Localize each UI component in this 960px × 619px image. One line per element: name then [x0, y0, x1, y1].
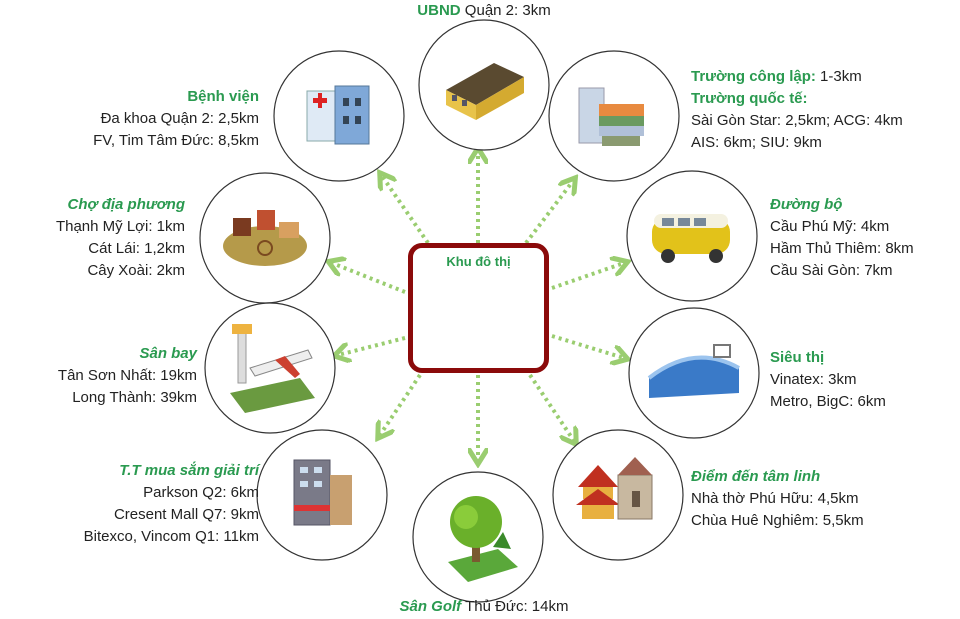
road-line: Cầu Sài Gòn: 7km [770, 262, 893, 279]
market-title: Chợ địa phương [67, 196, 185, 213]
ubnd-distance: Quận 2: 3km [460, 2, 551, 19]
bus-icon [652, 214, 730, 263]
airport-title: Sân bay [139, 345, 197, 362]
golf-distance: Thủ Đức: 14km [461, 598, 569, 615]
shopping-line: Bitexco, Vincom Q1: 11km [83, 528, 259, 545]
spiritual-line: Nhà thờ Phú Hữu: 4,5km [691, 490, 859, 507]
label-supermarket: Siêu thị Vinatex: 3km Metro, BigC: 6km [770, 347, 886, 413]
label-hospital: Bệnh viện Đa khoa Quận 2: 2,5km FV, Tim … [93, 86, 259, 152]
school-books-icon [578, 87, 644, 146]
airplane-icon [230, 324, 315, 413]
road-line: Hầm Thủ Thiêm: 8km [770, 240, 914, 257]
label-golf: Sân Golf Thủ Đức: 14km [384, 596, 584, 618]
hospital-line: Đa khoa Quận 2: 2,5km [100, 110, 259, 127]
airport-line: Tân Sơn Nhất: 19km [57, 367, 197, 384]
circle-school [548, 50, 680, 182]
label-spiritual: Điểm đến tâm linh Nhà thờ Phú Hữu: 4,5km… [691, 466, 864, 532]
circle-spiritual [552, 429, 684, 561]
road-line: Cầu Phú Mỹ: 4km [770, 218, 890, 235]
arrow-to-supermarket [551, 334, 624, 358]
arrow-to-school [524, 181, 573, 245]
label-market: Chợ địa phương Thạnh Mỹ Lợi: 1km Cát Lái… [56, 194, 185, 282]
arrow-to-airport [338, 336, 406, 355]
arrow-to-market [332, 263, 406, 294]
arrow-to-shopping [380, 373, 422, 435]
arrow-to-spiritual [528, 373, 574, 441]
hospital-line: FV, Tim Tâm Đức: 8,5km [93, 132, 259, 149]
label-ubnd: UBND Quận 2: 3km [403, 0, 565, 22]
mall-building-icon [293, 459, 352, 526]
shopping-title: T.T mua sắm giải trí [119, 462, 259, 479]
label-shopping: T.T mua sắm giải trí Parkson Q2: 6km Cre… [84, 460, 259, 548]
supermarket-line: Metro, BigC: 6km [770, 393, 886, 410]
label-school: Trường công lập: 1-3km Trường quốc tế: S… [691, 66, 903, 154]
circle-road [626, 170, 758, 302]
market-icon [223, 210, 307, 266]
government-building-icon [446, 63, 524, 120]
school-intl-title: Trường quốc tế: [691, 90, 808, 107]
label-road: Đường bộ Cầu Phú Mỹ: 4km Hầm Thủ Thiêm: … [770, 194, 914, 282]
hospital-icon [306, 85, 370, 145]
golf-title: Sân Golf [399, 598, 462, 615]
circle-airport [204, 302, 336, 434]
market-line: Thạnh Mỹ Lợi: 1km [55, 218, 185, 235]
school-line: Sài Gòn Star: 2,5km; ACG: 4km [691, 112, 903, 129]
circle-supermarket [628, 307, 760, 439]
urban-area-title: Khu đô thị [446, 254, 511, 269]
market-line: Cát Lái: 1,2km [88, 240, 185, 257]
tree-icon [448, 496, 518, 582]
school-public-title: Trường công lập: [691, 68, 816, 85]
circle-hospital [273, 50, 405, 182]
arrow-to-hospital [382, 176, 430, 245]
school-line: AIS: 6km; SIU: 9km [691, 134, 822, 151]
circle-golf [412, 471, 544, 603]
school-public-distance: 1-3km [815, 68, 862, 85]
circle-ubnd [418, 19, 550, 151]
supermarket-icon [647, 344, 740, 398]
supermarket-line: Vinatex: 3km [770, 371, 857, 388]
ubnd-title: UBND [417, 2, 461, 19]
church-pagoda-icon [576, 457, 653, 520]
label-airport: Sân bay Tân Sơn Nhất: 19km Long Thành: 3… [58, 343, 197, 409]
supermarket-title: Siêu thị [770, 349, 825, 366]
arrow-to-road [551, 263, 624, 290]
hospital-title: Bệnh viện [187, 88, 259, 105]
spiritual-title: Điểm đến tâm linh [691, 468, 821, 485]
spiritual-line: Chùa Huê Nghiêm: 5,5km [691, 512, 864, 529]
market-line: Cây Xoài: 2km [87, 262, 185, 279]
urban-area-box: Khu đô thị [408, 243, 549, 373]
circle-market [199, 172, 331, 304]
road-title: Đường bộ [770, 196, 843, 213]
shopping-line: Cresent Mall Q7: 9km [113, 506, 259, 523]
shopping-line: Parkson Q2: 6km [143, 484, 259, 501]
circle-shopping [256, 429, 388, 561]
airport-line: Long Thành: 39km [72, 389, 197, 406]
